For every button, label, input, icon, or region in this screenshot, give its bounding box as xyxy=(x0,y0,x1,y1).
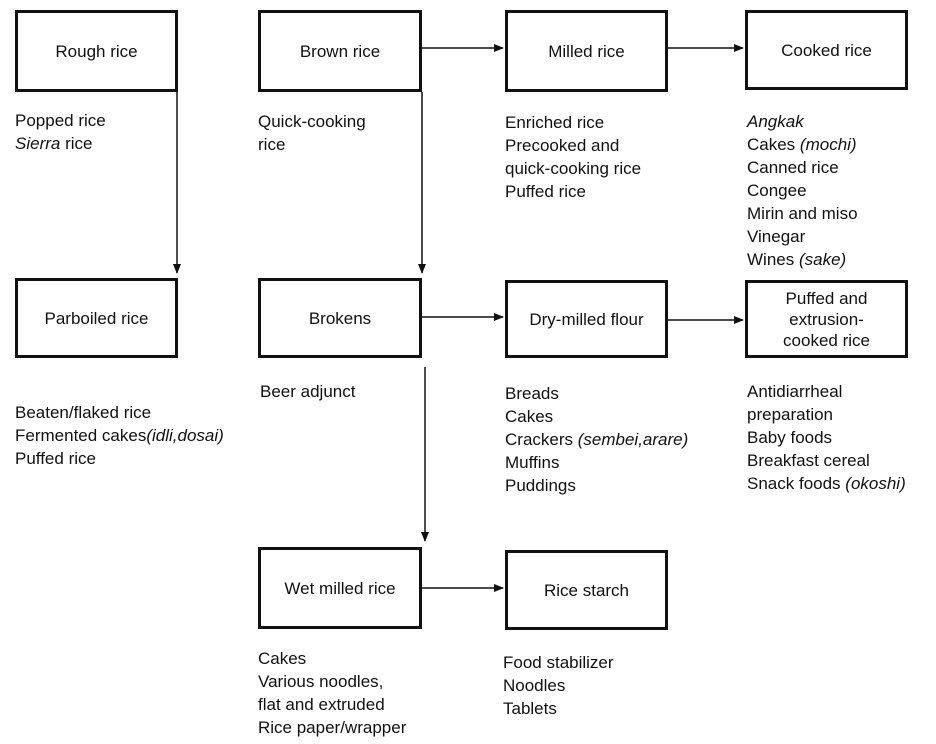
list-item: Various noodles, xyxy=(258,672,384,691)
list-item: Cakes (mochi) xyxy=(747,135,857,154)
list-item: Cakes xyxy=(505,407,554,426)
list-item: Rice paper/wrapper xyxy=(258,718,407,737)
box-rice-starch: Rice starch xyxy=(505,550,668,630)
list-item: Noodles xyxy=(503,676,566,695)
box-label: Wet milled rice xyxy=(284,578,396,598)
box-dry-milled-flour: Dry-milled flour xyxy=(505,280,668,358)
box-label: Rough rice xyxy=(55,41,138,61)
list-item: Fermented cakes(idli,dosai) xyxy=(15,426,224,445)
box-label: Rice starch xyxy=(543,580,630,600)
list-item: Baby foods xyxy=(747,428,833,447)
box-cooked-rice: Cooked rice xyxy=(745,10,908,90)
list-item: quick-cooking rice xyxy=(505,159,642,178)
list-item: Quick-cooking xyxy=(258,112,366,131)
list-item: Angkak xyxy=(747,112,804,131)
list-brown-rice-products: Quick-cooking rice xyxy=(258,110,366,156)
list-item: Puffed rice xyxy=(15,449,96,468)
box-brokens: Brokens xyxy=(258,278,422,358)
box-label: Milled rice xyxy=(548,41,625,61)
box-wet-milled-rice: Wet milled rice xyxy=(258,547,422,629)
box-label: Brokens xyxy=(308,308,372,328)
list-item: Vinegar xyxy=(747,227,806,246)
list-item: Breakfast cereal xyxy=(747,451,870,470)
list-item: Muffins xyxy=(505,453,560,472)
list-brokens-products: Beer adjunct xyxy=(260,380,355,403)
list-item: Cakes xyxy=(258,649,307,668)
list-item: Breads xyxy=(505,384,559,403)
list-item: rice xyxy=(258,135,286,154)
box-label: Cooked rice xyxy=(781,40,872,60)
list-item: Mirin and miso xyxy=(747,204,858,223)
list-item: Sierra rice xyxy=(15,134,93,153)
list-item: Beaten/flaked rice xyxy=(15,403,152,422)
list-item: Beer adjunct xyxy=(260,382,356,401)
box-label: Puffed and extrusion- cooked rice xyxy=(783,288,870,350)
list-item: Antidiarrheal xyxy=(747,382,843,401)
list-item: Enriched rice xyxy=(505,113,605,132)
list-item: Congee xyxy=(747,181,807,200)
box-rough-rice: Rough rice xyxy=(15,10,178,92)
list-item: Tablets xyxy=(503,699,557,718)
list-item: Snack foods (okoshi) xyxy=(747,474,906,493)
box-label: Brown rice xyxy=(299,41,381,61)
box-label: Parboiled rice xyxy=(44,308,149,328)
list-item: Precooked and xyxy=(505,136,620,155)
list-item: Puddings xyxy=(505,476,576,495)
list-item: Wines (sake) xyxy=(747,250,847,269)
list-item: flat and extruded xyxy=(258,695,385,714)
list-item: Crackers (sembei,arare) xyxy=(505,430,689,449)
list-item: Popped rice xyxy=(15,111,106,130)
list-item: Food stabilizer xyxy=(503,653,614,672)
list-item: Canned rice xyxy=(747,158,839,177)
list-item: preparation xyxy=(747,405,834,424)
box-label: Dry-milled flour xyxy=(529,309,644,329)
box-parboiled-rice: Parboiled rice xyxy=(15,278,178,358)
box-milled-rice: Milled rice xyxy=(505,10,668,92)
box-brown-rice: Brown rice xyxy=(258,10,422,92)
box-puffed-extrusion: Puffed and extrusion- cooked rice xyxy=(745,280,908,358)
list-item: Puffed rice xyxy=(505,182,586,201)
